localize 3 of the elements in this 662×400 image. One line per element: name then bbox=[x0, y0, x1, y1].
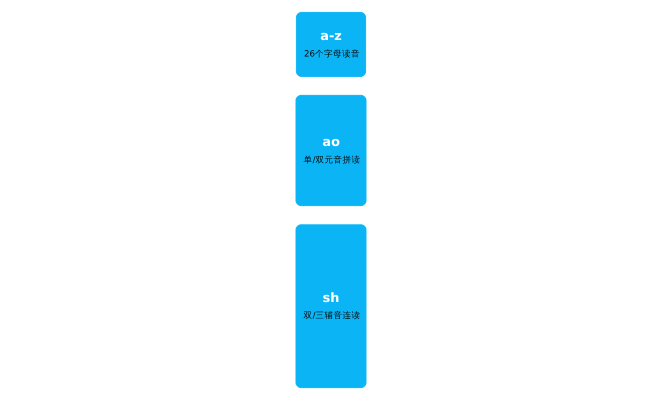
node-box: a-z 26个字母读音 bbox=[296, 12, 366, 77]
node-box: sh 双/三辅音连读 bbox=[296, 224, 366, 388]
node-box: ao 单/双元音拼读 bbox=[296, 94, 366, 206]
